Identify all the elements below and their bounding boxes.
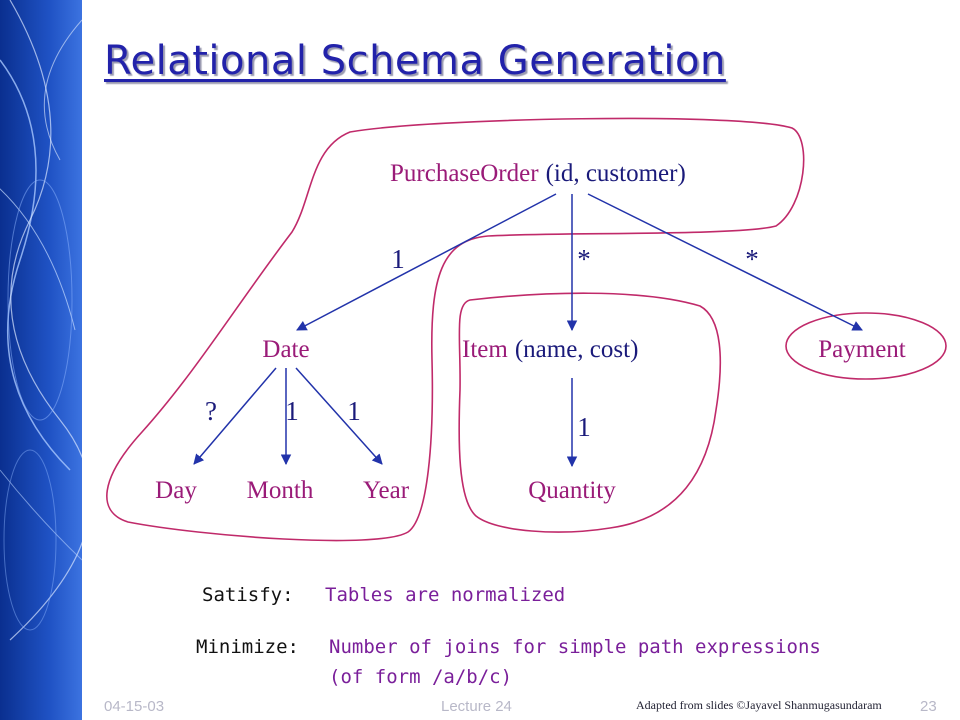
node-item-attrs: (name, cost) — [515, 336, 639, 363]
edge-label-date-day: ? — [205, 396, 217, 426]
edge-date-year — [295, 367, 383, 465]
node-quantity: Quantity — [528, 477, 616, 504]
node-purchaseorder: PurchaseOrder (id, customer) — [390, 160, 686, 187]
node-item-name: Item — [462, 336, 508, 363]
satisfy-label: Satisfy: — [202, 584, 294, 606]
edge-purchaseorder-payment — [587, 193, 863, 331]
edge-label-purchaseorder-payment: * — [745, 244, 759, 274]
footer-date: 04-15-03 — [104, 698, 165, 715]
relation-outline-item-quantity — [458, 292, 722, 533]
edge-date-day — [193, 367, 277, 465]
node-date: Date — [262, 336, 309, 363]
edge-label-date-year: 1 — [347, 396, 361, 426]
edge-label-date-month: 1 — [285, 396, 299, 426]
edge-label-purchaseorder-item: * — [577, 244, 591, 274]
edge-purchaseorder-date — [296, 193, 557, 331]
node-payment: Payment — [818, 336, 906, 363]
node-day: Day — [155, 477, 197, 504]
minimize-text-line2: (of form /a/b/c) — [329, 666, 513, 688]
footer-page-number: 23 — [920, 698, 937, 715]
edge-label-item-quantity: 1 — [577, 412, 591, 442]
decorative-side-band — [0, 0, 82, 720]
minimize-label: Minimize: — [196, 636, 299, 658]
footer-lecture: Lecture 24 — [441, 698, 512, 715]
node-purchaseorder-name: PurchaseOrder — [390, 160, 539, 187]
node-purchaseorder-attrs: (id, customer) — [546, 160, 686, 187]
slide-title: Relational Schema Generation — [104, 38, 726, 84]
node-item: Item (name, cost) — [462, 336, 638, 363]
node-year: Year — [363, 477, 410, 504]
node-month: Month — [247, 477, 314, 504]
credit-note: Adapted from slides ©Jayavel Shanmugasun… — [636, 698, 882, 712]
relation-outline-purchaseorder-date — [106, 117, 805, 542]
minimize-text-line1: Number of joins for simple path expressi… — [329, 636, 821, 658]
relation-outline-payment — [785, 312, 947, 380]
edge-label-purchaseorder-date: 1 — [391, 244, 405, 274]
satisfy-text: Tables are normalized — [325, 584, 566, 606]
